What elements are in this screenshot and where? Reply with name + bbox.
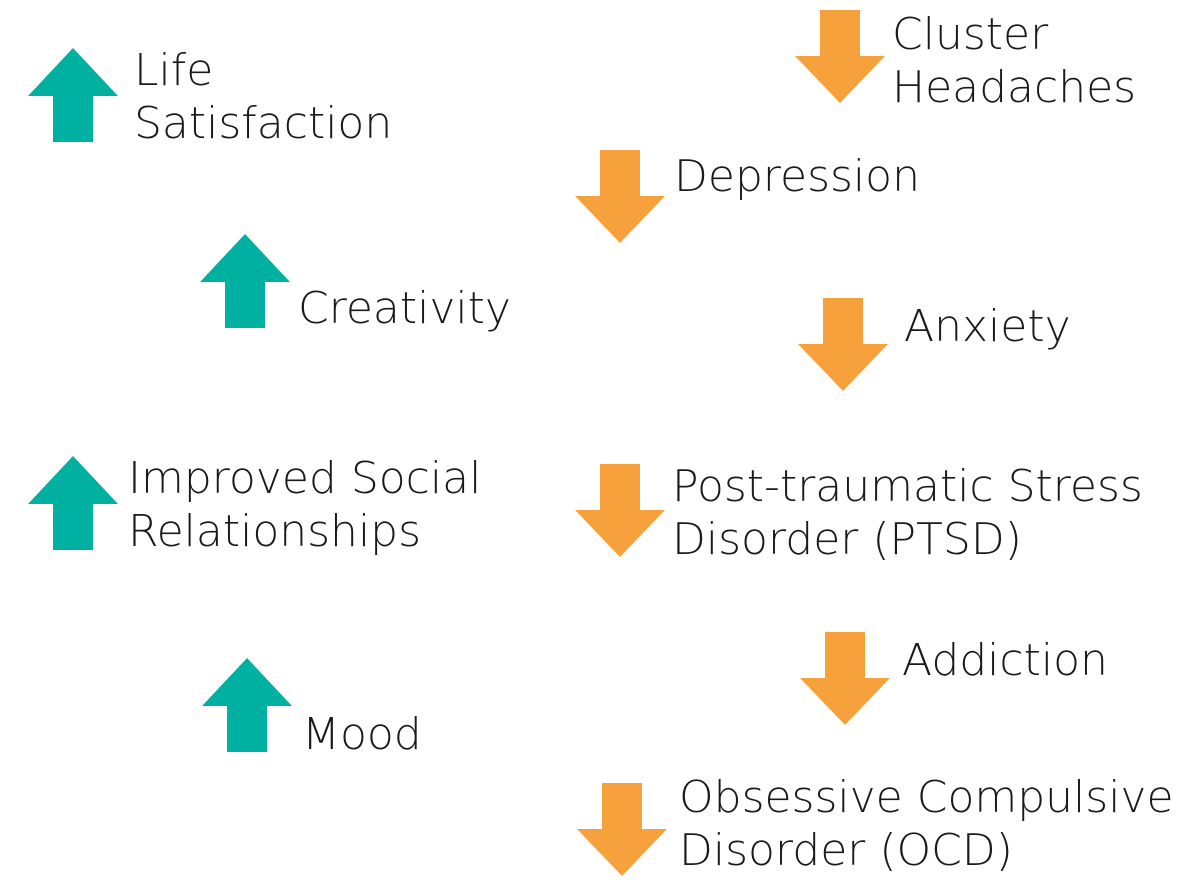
arrow-down-icon xyxy=(575,464,665,557)
arrow-up-icon xyxy=(200,234,290,328)
arrow-down-icon xyxy=(800,632,890,725)
increase-label: Creativity xyxy=(298,283,511,334)
arrow-up-icon xyxy=(202,658,292,752)
decrease-label: Cluster Headaches xyxy=(892,9,1137,113)
increase-label: Improved Social Relationships xyxy=(128,453,482,557)
decrease-label: Depression xyxy=(674,151,920,202)
arrow-down-icon xyxy=(575,150,665,243)
arrow-up-icon xyxy=(28,48,118,142)
arrow-down-icon xyxy=(577,783,667,876)
decrease-label: Addiction xyxy=(902,635,1108,686)
arrow-down-icon xyxy=(795,10,885,103)
increase-label: Mood xyxy=(302,709,422,760)
arrow-up-icon xyxy=(28,456,118,550)
increase-label: Life Satisfaction xyxy=(134,45,393,149)
decrease-label: Anxiety xyxy=(904,301,1071,352)
decrease-label: Post-traumatic Stress Disorder (PTSD) xyxy=(672,461,1143,565)
arrow-down-icon xyxy=(798,298,888,391)
decrease-label: Obsessive Compulsive Disorder (OCD) xyxy=(679,772,1174,876)
